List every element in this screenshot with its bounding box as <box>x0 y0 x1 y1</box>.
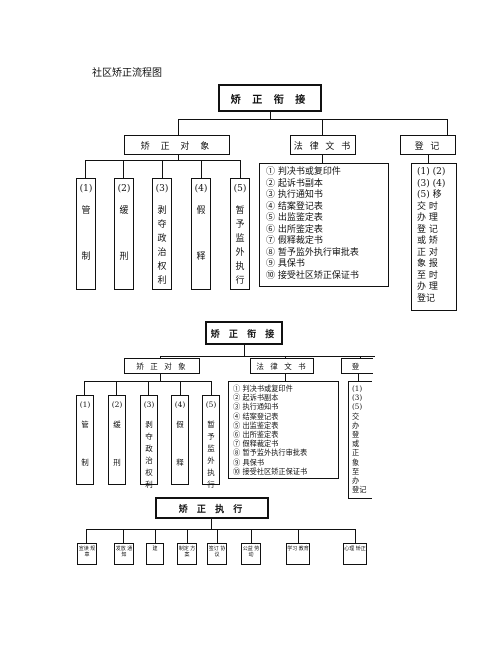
page-title: 社区矫正流程图 <box>92 68 162 79</box>
target-box-5: (5) 暂 予 监 外 执 行 <box>230 178 250 290</box>
exec-item-3: 建 <box>146 543 164 565</box>
exec-item-5: 签订 协议 <box>207 543 227 565</box>
branch-register-2: 登 <box>341 358 373 374</box>
target-box-2-5: (5) 暂 予 监 外 执 行 <box>202 395 220 489</box>
target-box-1: (1) 管 制 <box>76 178 96 290</box>
target-box-3: (3) 剥 夺 政 治 权 利 <box>152 178 172 290</box>
documents-list-2: ① 判决书或复印件 ② 起诉书副本 ③ 执行通知书 ④ 结案登记表 ⑤ 出监鉴定… <box>228 381 339 479</box>
target-box-2: (2) 缓 刑 <box>114 178 134 290</box>
documents-list: ① 判决书或复印件 ② 起诉书副本 ③ 执行通知书 ④ 结案登记表 ⑤ 出监鉴定… <box>259 163 389 287</box>
exec-item-7: 学习 教育 <box>286 543 310 565</box>
target-box-2-3: (3) 剥 夺 政 治 权 利 <box>140 395 158 489</box>
target-box-2-2: (2) 缓 刑 <box>108 395 126 485</box>
branch-targets-2: 矫 正 对 象 <box>124 358 200 374</box>
target-box-4: (4) 假 释 <box>191 178 211 290</box>
exec-item-1: 宣读 规章 <box>77 543 97 565</box>
branch-register: 登 记 <box>400 135 456 155</box>
exec-item-2: 发放 通知 <box>114 543 134 565</box>
branch-documents-2: 法 律 文 书 <box>250 358 314 374</box>
exec-item-8: 心理 矫正 <box>343 543 367 565</box>
target-box-2-4: (4) 假 释 <box>171 395 189 485</box>
target-box-2-1: (1) 管 制 <box>76 395 94 485</box>
branch-targets: 矫 正 对 象 <box>124 135 230 155</box>
branch-documents: 法 律 文 书 <box>290 135 356 155</box>
root-box-2: 矫 正 衔 接 <box>205 321 283 345</box>
register-box-2: (1) (3) (5) 交 办 登 或 正 象 至 办 登记 <box>348 381 372 499</box>
exec-root-box: 矫 正 执 行 <box>155 497 269 519</box>
register-box: (1) (2) (3) (4) (5) 移 交 时 办 理 登 记 或 矫 正 … <box>411 163 457 311</box>
exec-item-4: 制定 方案 <box>177 543 197 565</box>
root-box: 矫 正 衔 接 <box>218 84 322 112</box>
exec-item-6: 公益 劳动 <box>241 543 261 565</box>
